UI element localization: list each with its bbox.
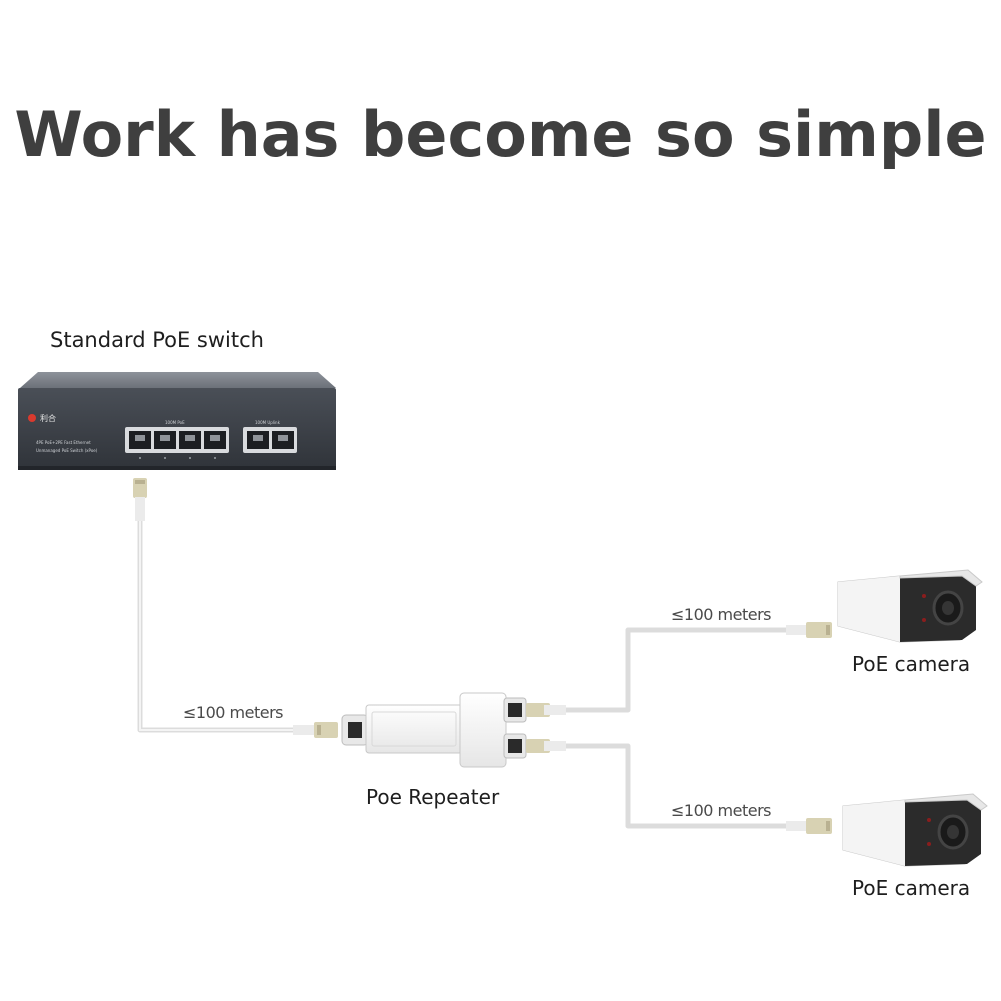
cable-switch-to-repeater-inner	[139, 520, 295, 731]
camera-top	[837, 569, 983, 643]
switch-poe-ports	[125, 427, 229, 453]
switch-model-line-2: Unmanaged PoE Switch (xPoe)	[36, 448, 98, 453]
distance-label-repeater-camera-top: ≤100 meters	[671, 605, 772, 624]
camera-bottom-label: PoE camera	[852, 876, 971, 900]
switch-brand: 利合	[40, 413, 56, 423]
rj45-plug-icon	[786, 622, 832, 638]
rj45-plug-icon	[293, 722, 338, 738]
switch-label: Standard PoE switch	[50, 328, 264, 352]
camera-bottom	[842, 793, 988, 867]
repeater-label: Poe Repeater	[366, 785, 500, 809]
cable-repeater-to-camera-top	[565, 627, 790, 713]
poe-repeater	[341, 692, 527, 768]
switch-poe-group-label: 100M PoE	[165, 420, 185, 425]
switch-uplink-group-label: 100M Uplink	[255, 420, 281, 425]
rj45-plug-icon	[133, 478, 147, 521]
distance-label-switch-repeater: ≤100 meters	[183, 703, 284, 722]
brand-logo-icon	[28, 414, 36, 422]
distance-label-repeater-camera-bottom: ≤100 meters	[671, 801, 772, 820]
rj45-plug-icon	[526, 703, 566, 717]
rj45-plug-icon	[786, 818, 832, 834]
switch-uplink-ports	[243, 427, 297, 453]
headline: Work has become so simple	[14, 98, 987, 171]
camera-top-label: PoE camera	[852, 652, 971, 676]
poe-switch: 利合 4PE PoE+2PE Fast Ethernet Unmanaged P…	[18, 372, 336, 470]
rj45-plug-icon	[526, 739, 566, 753]
cable-repeater-to-camera-bottom	[565, 743, 790, 829]
cable-switch-to-repeater	[137, 520, 295, 733]
switch-model-line-1: 4PE PoE+2PE Fast Ethernet	[36, 440, 91, 445]
